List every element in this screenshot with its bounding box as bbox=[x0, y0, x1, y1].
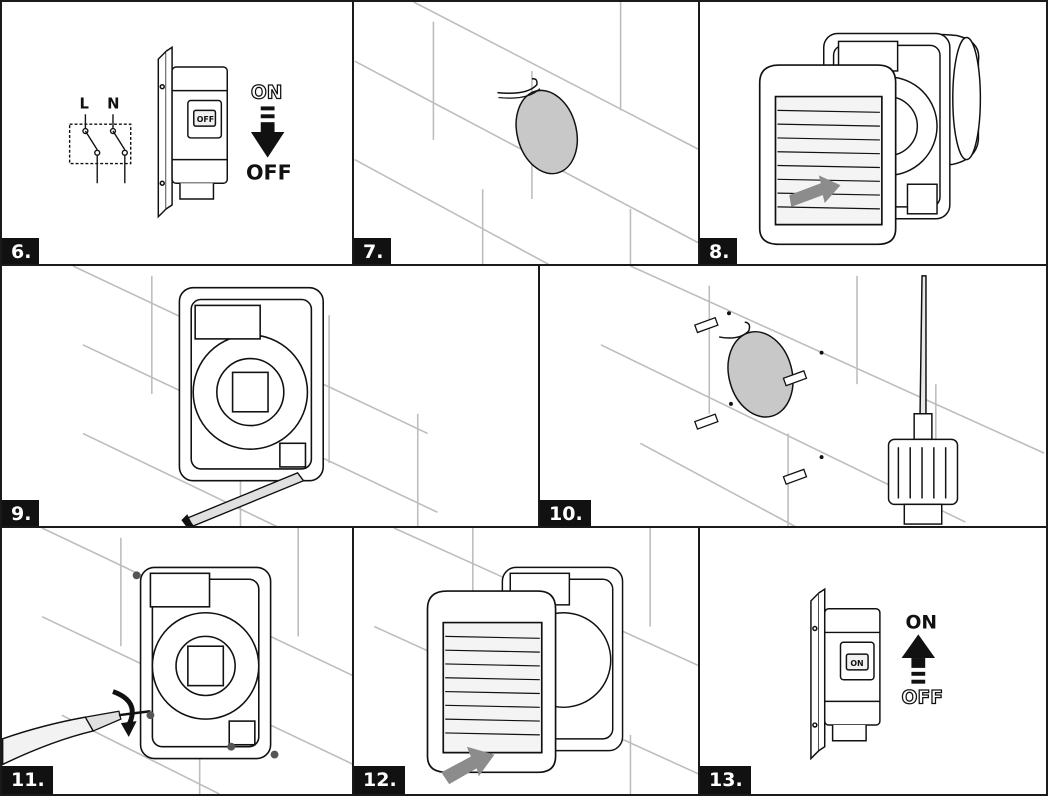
wall-plugs bbox=[693, 316, 808, 486]
drill-icon bbox=[887, 275, 959, 525]
step-9-panel: 9. bbox=[0, 264, 542, 530]
step-13-number: 13. bbox=[700, 766, 751, 794]
front-cover-icon bbox=[758, 64, 897, 246]
double-pole-switch-icon bbox=[68, 114, 132, 184]
circuit-breaker-icon bbox=[810, 587, 881, 761]
step-12-illustration bbox=[373, 528, 700, 794]
step-8-number: 8. bbox=[700, 238, 738, 266]
step-7-number: 7. bbox=[354, 238, 392, 266]
step-8-panel: 8. bbox=[698, 0, 1048, 268]
step-13-illustration: ON ON OFF bbox=[810, 587, 944, 761]
drill-bit-icon bbox=[181, 472, 305, 528]
step-10-number: 10. bbox=[540, 500, 591, 528]
cable-icon bbox=[497, 77, 538, 94]
rotate-arrow-icon bbox=[112, 689, 135, 727]
cover-louvres bbox=[777, 109, 880, 210]
pull-arrow-icon bbox=[789, 175, 841, 207]
step-6-number: 6. bbox=[2, 238, 40, 266]
on-label: ON bbox=[906, 612, 938, 633]
step-12-number: 12. bbox=[354, 766, 405, 794]
step-7-panel: 7. bbox=[352, 0, 702, 268]
cover-louvres bbox=[445, 635, 540, 736]
push-arrow-icon bbox=[441, 746, 495, 785]
wall-hole bbox=[515, 89, 579, 175]
step-6-panel: L N bbox=[0, 0, 356, 268]
on-label: ON bbox=[251, 83, 283, 104]
down-arrow-icon bbox=[250, 106, 285, 158]
step-10-illustration bbox=[600, 266, 1045, 528]
step-9-illustration bbox=[72, 266, 438, 528]
up-arrow-icon bbox=[901, 634, 936, 684]
off-label: OFF bbox=[246, 160, 292, 184]
screws bbox=[132, 571, 279, 759]
screwdriver-icon bbox=[2, 710, 151, 766]
breaker-state-text: OFF bbox=[197, 115, 214, 124]
fan-base-icon bbox=[139, 566, 272, 760]
drill-holes bbox=[727, 311, 824, 460]
neutral-label: N bbox=[107, 95, 119, 112]
breaker-state-text: ON bbox=[850, 659, 863, 668]
step-11-panel: 11. bbox=[0, 526, 356, 796]
step-9-number: 9. bbox=[2, 500, 40, 528]
step-6-illustration: L N bbox=[68, 45, 292, 219]
off-label: OFF bbox=[902, 687, 943, 708]
cable-icon bbox=[718, 321, 751, 339]
circuit-breaker-icon bbox=[157, 45, 228, 219]
step-7-illustration bbox=[354, 2, 700, 266]
fan-base-icon bbox=[178, 286, 324, 482]
step-13-panel: ON ON OFF 13. bbox=[698, 526, 1048, 796]
step-11-number: 11. bbox=[2, 766, 53, 794]
line-label: L bbox=[79, 95, 88, 112]
step-10-panel: 10. bbox=[538, 264, 1048, 530]
brick-wall bbox=[600, 266, 1045, 528]
step-11-illustration bbox=[2, 528, 354, 794]
wall-hole bbox=[727, 330, 794, 418]
step-12-panel: 12. bbox=[352, 526, 702, 796]
step-8-illustration bbox=[758, 32, 982, 246]
front-cover-icon bbox=[426, 590, 557, 774]
